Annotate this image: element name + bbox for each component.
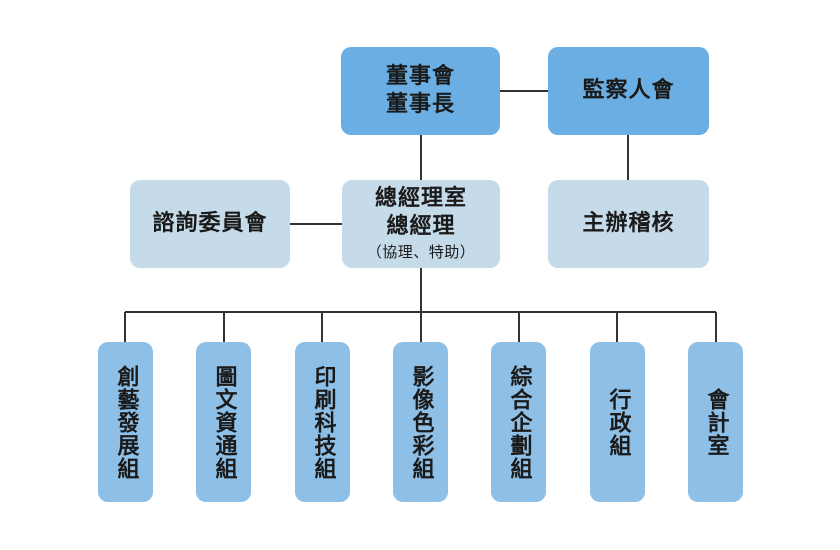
- advisory-title: 諮詢委員會: [152, 211, 268, 236]
- dept-label: 圖文資通組: [211, 364, 237, 480]
- dept-box-admin: 行政組: [590, 342, 645, 502]
- dept-label: 綜合企劃組: [506, 364, 532, 480]
- supervisors-title: 監察人會: [582, 78, 675, 103]
- dept-box-planning: 綜合企劃組: [491, 342, 546, 502]
- advisory-box: 諮詢委員會: [130, 180, 290, 268]
- supervisors-box: 監察人會: [548, 47, 709, 135]
- auditor-title: 主辦稽核: [582, 211, 675, 236]
- chairman-title: 董事長: [385, 92, 455, 117]
- board-title: 董事會: [385, 64, 455, 89]
- dept-label: 印刷科技組: [310, 364, 336, 480]
- dept-box-creative: 創藝發展組: [98, 342, 153, 502]
- gm-assistants-note: （協理、特助）: [366, 243, 476, 261]
- dept-label: 影像色彩組: [408, 364, 434, 480]
- gm-office-title: 總經理室: [374, 186, 467, 211]
- gm-box: 總經理室 總經理 （協理、特助）: [342, 180, 500, 268]
- gm-title: 總經理: [386, 214, 456, 239]
- dept-label: 行政組: [605, 387, 631, 457]
- board-box: 董事會 董事長: [341, 47, 500, 135]
- dept-box-image-color: 影像色彩組: [393, 342, 448, 502]
- dept-label: 會計室: [703, 387, 729, 457]
- dept-box-graphic-info: 圖文資通組: [196, 342, 251, 502]
- auditor-box: 主辦稽核: [548, 180, 709, 268]
- dept-box-print-tech: 印刷科技組: [295, 342, 350, 502]
- dept-label: 創藝發展組: [113, 364, 139, 480]
- dept-box-accounting: 會計室: [688, 342, 743, 502]
